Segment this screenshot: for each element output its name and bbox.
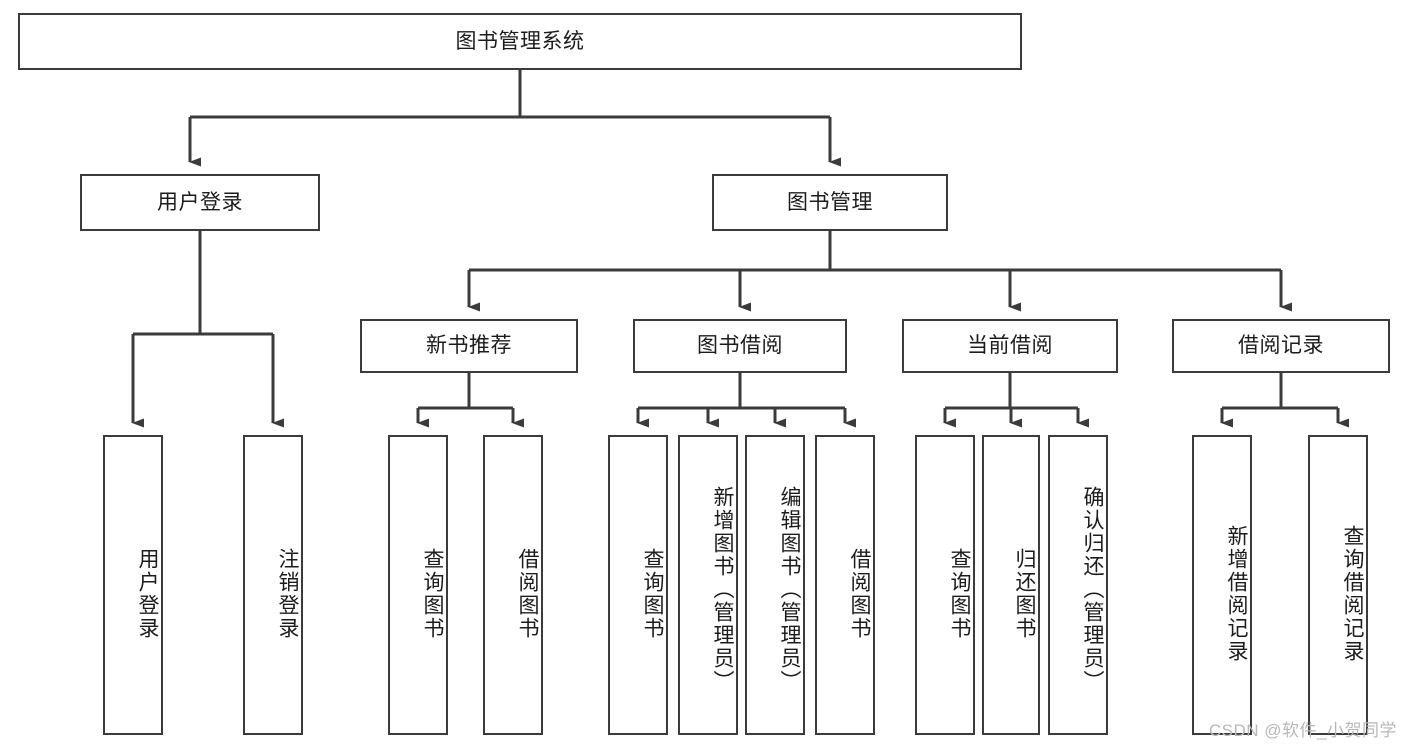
node-new-book-recommend[interactable]: 新书推荐 [360,319,578,373]
leaf-query-book-3-label: 查询图书 [948,548,971,640]
leaf-add-borrow-record[interactable]: 新增借阅记录 [1192,435,1252,735]
node-borrow-record[interactable]: 借阅记录 [1172,319,1390,373]
node-book-manage[interactable]: 图书管理 [712,174,948,231]
leaf-query-borrow-record-label: 查询借阅记录 [1341,525,1364,663]
node-book-borrow-label: 图书借阅 [697,334,783,358]
leaf-return-book[interactable]: 归还图书 [982,435,1040,735]
leaf-borrow-book-2-label: 借阅图书 [848,548,871,640]
leaf-edit-book-label: 编辑图书（管理员） [778,485,801,693]
leaf-query-book-1[interactable]: 查询图书 [388,435,448,735]
leaf-query-book-3[interactable]: 查询图书 [915,435,975,735]
leaf-borrow-book-1[interactable]: 借阅图书 [483,435,543,735]
node-user-login[interactable]: 用户登录 [80,174,320,231]
node-borrow-record-label: 借阅记录 [1238,334,1324,358]
leaf-confirm-return-label: 确认归还（管理员） [1081,485,1104,693]
leaf-add-borrow-record-label: 新增借阅记录 [1225,525,1248,663]
node-user-login-label: 用户登录 [157,190,243,214]
watermark: CSDN @软件_小贺同学 [1208,721,1397,740]
leaf-return-book-label: 归还图书 [1013,548,1036,640]
leaf-query-borrow-record[interactable]: 查询借阅记录 [1308,435,1368,735]
node-book-borrow[interactable]: 图书借阅 [633,319,847,373]
leaf-user-login-label: 用户登录 [136,548,159,640]
leaf-query-book-2[interactable]: 查询图书 [608,435,668,735]
leaf-user-login[interactable]: 用户登录 [103,435,163,735]
node-root[interactable]: 图书管理系统 [18,13,1022,70]
leaf-borrow-book-2[interactable]: 借阅图书 [815,435,875,735]
leaf-query-book-1-label: 查询图书 [421,548,444,640]
leaf-confirm-return[interactable]: 确认归还（管理员） [1048,435,1108,735]
node-current-borrow-label: 当前借阅 [967,334,1053,358]
leaf-edit-book[interactable]: 编辑图书（管理员） [745,435,805,735]
leaf-query-book-2-label: 查询图书 [641,548,664,640]
leaf-logout-label: 注销登录 [276,548,299,640]
leaf-add-book[interactable]: 新增图书（管理员） [678,435,738,735]
node-current-borrow[interactable]: 当前借阅 [902,319,1118,373]
leaf-logout[interactable]: 注销登录 [243,435,303,735]
leaf-borrow-book-1-label: 借阅图书 [516,548,539,640]
node-book-manage-label: 图书管理 [787,190,873,214]
node-root-label: 图书管理系统 [455,29,585,53]
leaf-add-book-label: 新增图书（管理员） [711,485,734,693]
node-new-book-recommend-label: 新书推荐 [426,334,512,358]
